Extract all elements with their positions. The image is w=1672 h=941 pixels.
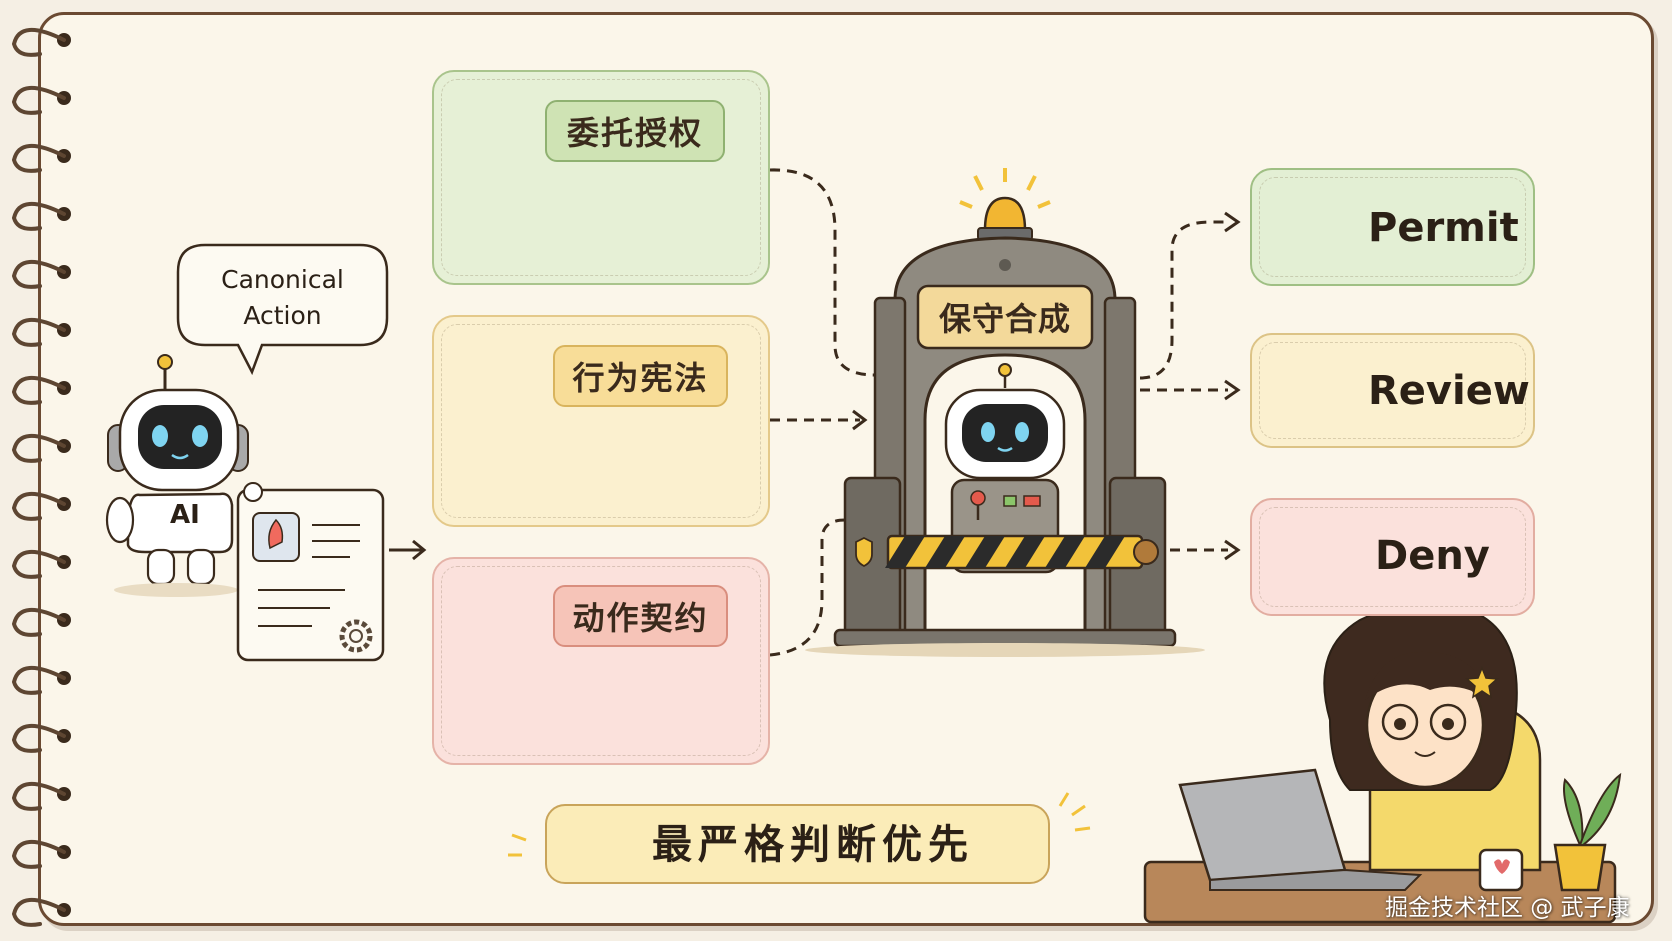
spiral-ring — [11, 85, 66, 115]
robot-ai-label: AI — [170, 500, 200, 530]
spiral-ring — [11, 201, 66, 231]
spiral-ring — [11, 491, 66, 521]
principle-banner — [545, 804, 1050, 884]
policy-tag-constitution: 行为宪法 — [553, 345, 728, 407]
watermark: 掘金技术社区 @ 武子康 — [1385, 895, 1630, 921]
gate-sign: 保守合成 — [938, 300, 1071, 338]
policy-connectors — [769, 168, 876, 657]
spiral-ring — [11, 549, 66, 579]
outcome-card-review — [1250, 333, 1535, 448]
outcome-label-deny: Deny — [1375, 533, 1490, 579]
policy-tag-delegation: 委托授权 — [545, 100, 725, 162]
outcome-connectors — [1139, 220, 1228, 552]
ai-robot — [105, 354, 249, 597]
action-document — [236, 482, 385, 662]
outcome-card-permit — [1250, 168, 1535, 286]
policy-tag-contract: 动作契约 — [553, 585, 728, 647]
speech-bubble — [176, 243, 389, 376]
outcome-label-permit: Permit — [1368, 205, 1519, 251]
spiral-ring — [11, 839, 66, 869]
bubble-line-2: Action — [243, 301, 322, 330]
spiral-ring — [11, 665, 66, 695]
principle-banner-text: 最严格判断优先 — [652, 822, 974, 868]
spiral-ring — [11, 781, 66, 811]
spiral-ring — [11, 607, 66, 637]
spiral-ring — [11, 143, 66, 173]
spiral-ring — [11, 723, 66, 753]
spiral-ring — [11, 375, 66, 405]
spiral-ring — [11, 897, 66, 927]
spiral-ring — [11, 433, 66, 463]
outcome-label-review: Review — [1368, 368, 1530, 414]
girl-with-laptop — [1143, 602, 1622, 924]
banner-sparkle-marks — [508, 792, 1091, 857]
spiral-binding — [11, 27, 71, 927]
bubble-line-1: Canonical — [221, 265, 344, 294]
synthesis-gate — [805, 168, 1205, 657]
outcome-card-deny — [1250, 498, 1535, 616]
spiral-ring — [11, 317, 66, 347]
spiral-ring — [11, 27, 66, 57]
spiral-ring — [11, 259, 66, 289]
